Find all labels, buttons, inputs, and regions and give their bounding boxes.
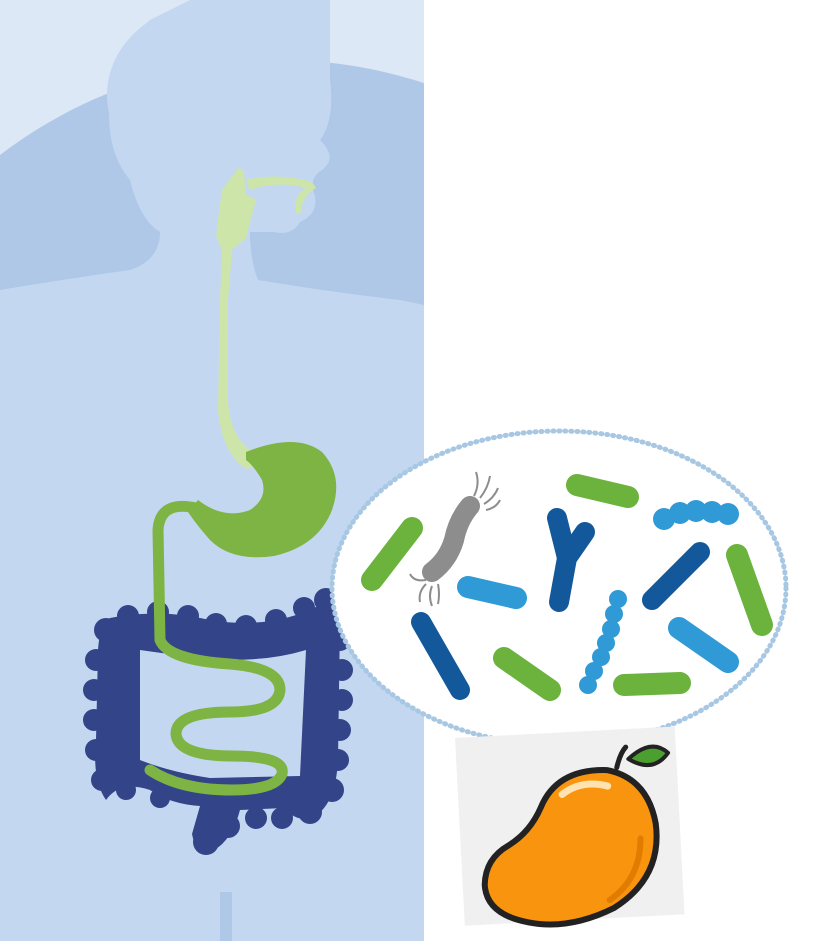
mango-card xyxy=(455,726,685,929)
head xyxy=(107,3,317,187)
microbiota-bubble xyxy=(332,431,786,745)
